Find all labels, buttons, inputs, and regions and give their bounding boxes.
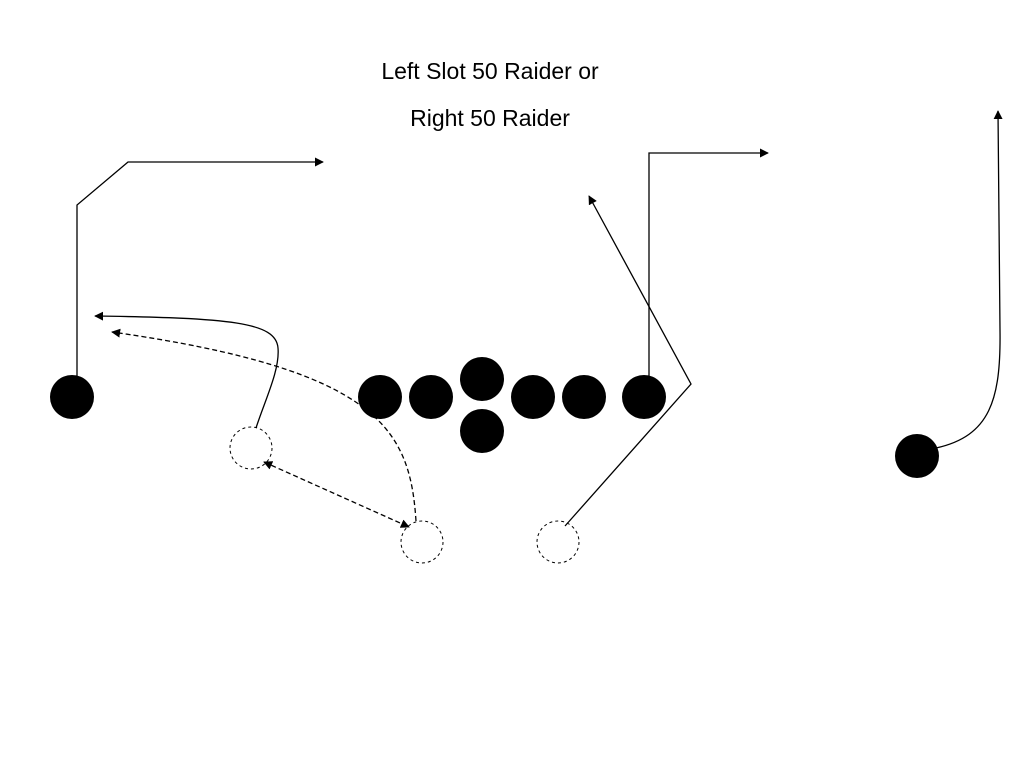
play-title-line-2: Right 50 Raider bbox=[410, 105, 570, 131]
route-te-out bbox=[648, 148, 769, 377]
right-tackle bbox=[562, 375, 606, 419]
tight-end bbox=[622, 375, 666, 419]
right-wide-receiver bbox=[895, 434, 939, 478]
right-guard bbox=[511, 375, 555, 419]
play-title-line-1: Left Slot 50 Raider or bbox=[381, 58, 599, 84]
motion-back-to-flat bbox=[111, 328, 417, 522]
center bbox=[460, 357, 504, 401]
left-tackle bbox=[409, 375, 453, 419]
left-back-position bbox=[400, 520, 444, 564]
quarterback bbox=[460, 409, 504, 453]
left-wide-receiver bbox=[50, 375, 94, 419]
route-left-wr-corner bbox=[76, 157, 324, 377]
motion-back-to-slot bbox=[263, 461, 410, 528]
play-title: Left Slot 50 Raider or Right 50 Raider bbox=[0, 48, 980, 142]
left-slot-position bbox=[229, 426, 273, 470]
route-right-wr-go bbox=[935, 110, 1003, 449]
route-back-post bbox=[564, 195, 692, 527]
route-slot-out bbox=[94, 311, 279, 429]
right-back-position bbox=[536, 520, 580, 564]
left-guard bbox=[358, 375, 402, 419]
